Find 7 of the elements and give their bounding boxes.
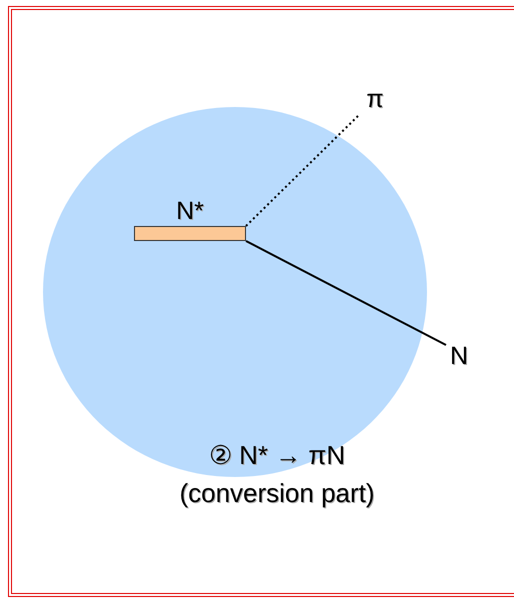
connector-line: [246, 240, 446, 346]
node-label: N: [446, 340, 472, 372]
caption-text: ② N* → πN: [208, 440, 346, 471]
caption-text: (conversion part): [178, 478, 376, 509]
dotted-line: [245, 113, 361, 227]
node-label: N*: [176, 196, 204, 226]
node-label: π: [360, 84, 390, 114]
